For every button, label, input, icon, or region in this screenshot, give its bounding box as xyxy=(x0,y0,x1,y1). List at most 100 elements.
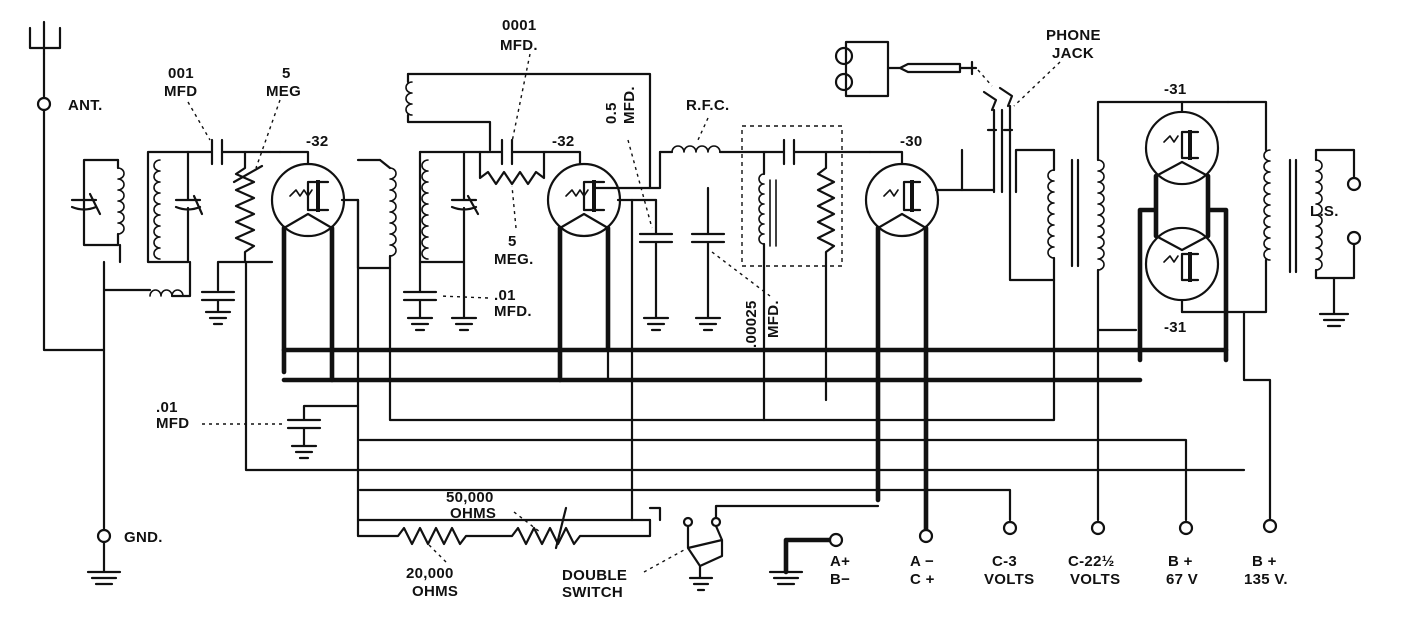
ground-label: GND. xyxy=(124,529,163,546)
double-switch-label-2: SWITCH xyxy=(562,584,623,601)
bypass-capacitor-01-a xyxy=(286,404,360,460)
double-switch[interactable] xyxy=(682,504,880,592)
cap-001-value: 001 xyxy=(168,65,194,82)
res-50000-value: 50,000 xyxy=(446,489,494,506)
coupling-unit-box xyxy=(741,125,843,267)
filament-bus-upper xyxy=(281,347,1229,383)
cap-0001-unit: MFD. xyxy=(500,37,538,54)
phone-jack[interactable] xyxy=(960,86,1056,282)
res-5meg-b-value: 5 xyxy=(508,233,517,250)
rfc-label: R.F.C. xyxy=(686,97,729,114)
c-3-volts-label: VOLTS xyxy=(984,571,1034,588)
detector-grid-network xyxy=(478,138,548,186)
cap-001-leader xyxy=(187,101,211,141)
ab-ground-symbol xyxy=(768,570,804,586)
wire-crossovers xyxy=(100,347,335,532)
double-switch-label-1: DOUBLE xyxy=(562,567,627,584)
tube-31-top-label: -31 xyxy=(1164,81,1187,98)
tube-31-bottom-label: -31 xyxy=(1164,319,1187,336)
rf-input-coil xyxy=(102,150,204,352)
ground-terminal[interactable] xyxy=(96,528,112,544)
grid-leak-resistor-a xyxy=(200,150,274,326)
c-3-terminal[interactable] xyxy=(1002,520,1018,536)
res-20000-unit: OHMS xyxy=(412,583,458,600)
loudspeaker-label: L.S. xyxy=(1310,203,1339,220)
tube-31-top xyxy=(1144,100,1220,186)
phone-plug-leader xyxy=(977,69,993,87)
ab-ground-lead xyxy=(783,537,833,575)
ground-symbol xyxy=(86,540,122,586)
res-50000-leader xyxy=(513,511,541,533)
res-5meg-a-unit: MEG xyxy=(266,83,301,100)
output-transformer xyxy=(1180,100,1356,522)
antenna-tuning-circuit xyxy=(70,158,125,247)
b-135-volts-label: 135 V. xyxy=(1244,571,1288,588)
bypass-capacitor-05 xyxy=(630,186,726,332)
bypass-capacitor-01-b xyxy=(402,260,438,332)
a-minus-label: A − xyxy=(910,553,934,570)
cap-05-value: 0.5 xyxy=(603,102,620,124)
cap-01-a-unit: MFD xyxy=(156,415,189,432)
cap-05-unit: MFD. xyxy=(621,86,638,124)
speaker-terminal-top[interactable] xyxy=(1346,176,1362,192)
res-5meg-b-unit: MEG. xyxy=(494,251,534,268)
tickler-coil xyxy=(405,72,652,190)
c-22-terminal[interactable] xyxy=(1090,520,1106,536)
headphones xyxy=(834,40,978,98)
tube-32-detector-label: -32 xyxy=(552,133,575,150)
b-minus-label: B− xyxy=(830,571,850,588)
tube-30 xyxy=(864,148,964,238)
cap-001-unit: MFD xyxy=(164,83,197,100)
cap-0001-leader xyxy=(511,53,531,143)
c-22-volts-label: VOLTS xyxy=(1070,571,1120,588)
phone-jack-leader xyxy=(1013,61,1061,107)
res-50000-unit: OHMS xyxy=(450,505,496,522)
res-20000-value: 20,000 xyxy=(406,565,454,582)
double-switch-leader xyxy=(643,549,685,573)
res-5meg-a-value: 5 xyxy=(282,65,291,82)
phone-jack-label-1: PHONE xyxy=(1046,27,1101,44)
b-135-terminal[interactable] xyxy=(1262,518,1278,534)
res-20000-leader xyxy=(427,543,447,563)
res-5meg-a-leader xyxy=(255,99,281,169)
cap-00025-unit: MFD. xyxy=(765,300,782,338)
a-minus-c-plus-terminal[interactable] xyxy=(918,528,934,544)
interstage-coil-a xyxy=(356,158,397,270)
detector-coil xyxy=(418,150,490,332)
a-plus-b-minus-terminal[interactable] xyxy=(828,532,844,548)
coupling-unit xyxy=(758,138,872,422)
cap-00025-leader xyxy=(711,251,771,297)
voltage-divider xyxy=(356,506,662,550)
c-plus-label: C + xyxy=(910,571,935,588)
cap-01-b-leader xyxy=(439,295,489,299)
tube-31-filament-bus xyxy=(1137,173,1229,363)
cap-01-b-value: .01 xyxy=(494,287,516,304)
res-5meg-b-leader xyxy=(511,185,517,229)
b-67-terminal[interactable] xyxy=(1178,520,1194,536)
b-67-volts-label: 67 V xyxy=(1166,571,1198,588)
cap-05-leader xyxy=(627,139,653,229)
coupling-capacitor-001 xyxy=(186,138,282,166)
speaker-terminal-bottom[interactable] xyxy=(1346,230,1362,246)
cap-00025-value: .00025 xyxy=(743,300,760,348)
phone-jack-label-2: JACK xyxy=(1052,45,1094,62)
rf-choke xyxy=(648,145,768,190)
tube-32-first xyxy=(270,150,360,238)
b-67-label: B + xyxy=(1168,553,1193,570)
a-plus-label: A+ xyxy=(830,553,850,570)
tube-32-first-label: -32 xyxy=(306,133,329,150)
cap-01-b-unit: MFD. xyxy=(494,303,532,320)
tube-32-detector-filament xyxy=(557,225,611,383)
cap-0001-value: 0001 xyxy=(502,17,537,34)
tube-31-bottom xyxy=(1144,226,1220,314)
antenna-lead xyxy=(42,108,104,352)
antenna xyxy=(28,20,62,100)
b-135-label: B + xyxy=(1252,553,1277,570)
antenna-terminal[interactable] xyxy=(36,96,52,112)
input-transformer xyxy=(1014,100,1230,332)
rfc-leader xyxy=(697,117,709,141)
c-3-label: C-3 xyxy=(992,553,1017,570)
cap-01-a-value: .01 xyxy=(156,399,178,416)
tube-30-label: -30 xyxy=(900,133,923,150)
